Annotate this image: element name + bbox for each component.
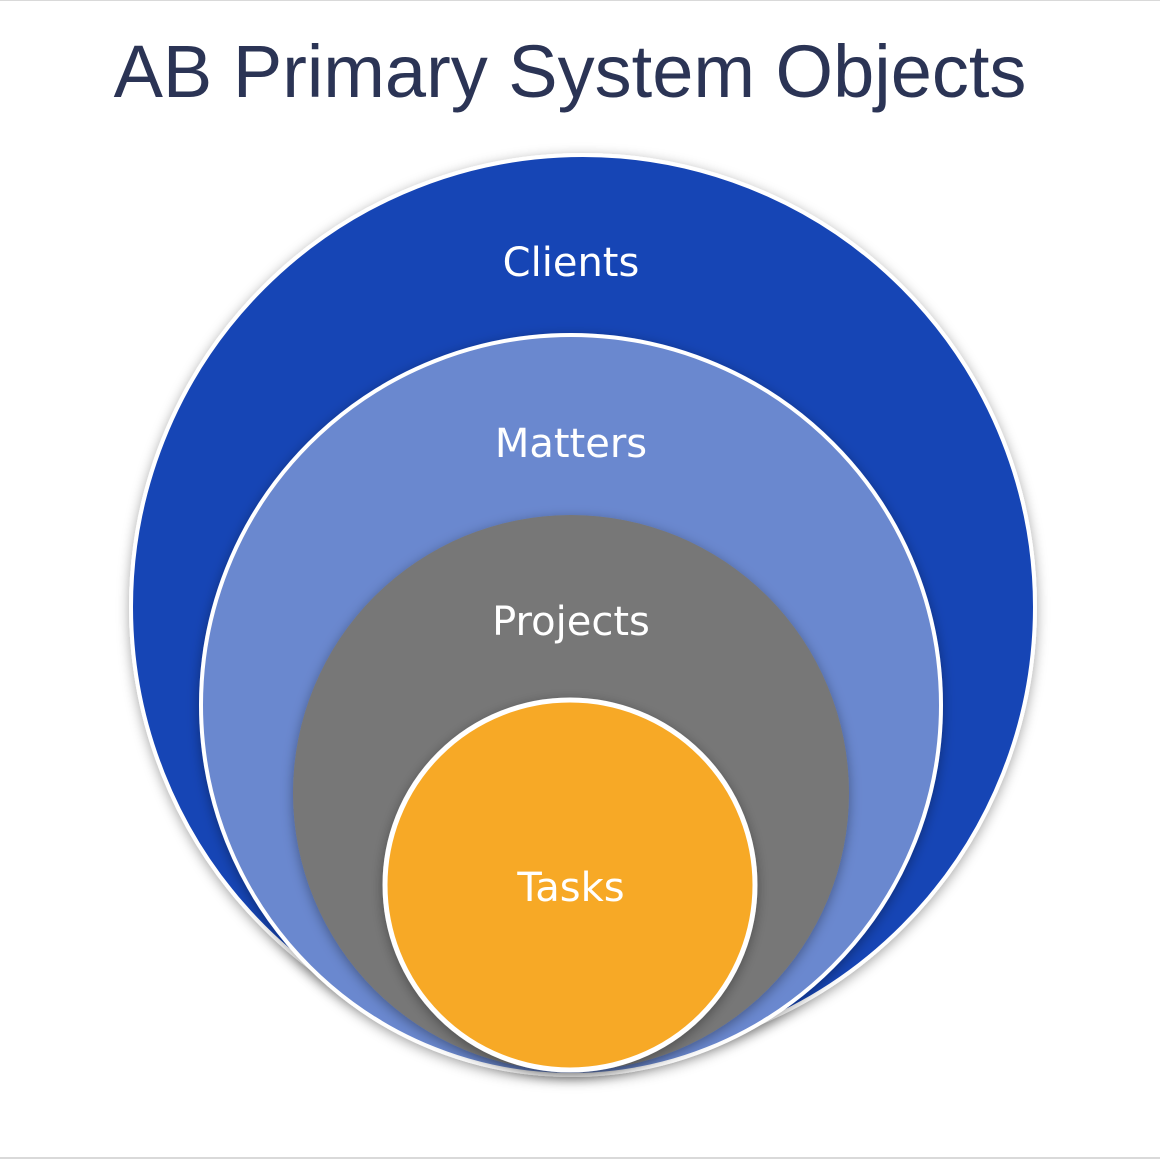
clients-label: Clients: [503, 240, 640, 286]
tasks-label: Tasks: [516, 865, 624, 911]
tasks-circle: [382, 697, 758, 1073]
slide-title: AB Primary System Objects: [113, 30, 1027, 113]
top-divider: [0, 0, 1160, 1]
bottom-divider: [0, 1157, 1160, 1159]
matters-label: Matters: [495, 421, 647, 467]
projects-label: Projects: [492, 599, 650, 645]
